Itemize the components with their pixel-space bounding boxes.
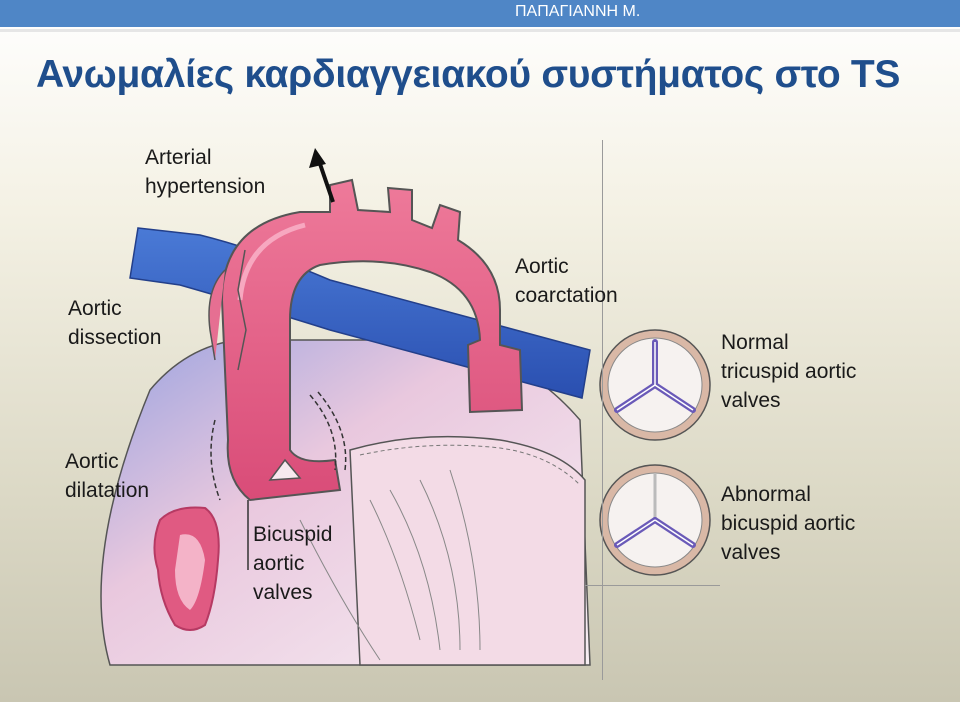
label-aortic-coarctation: Aortic coarctation [515, 255, 618, 307]
valve-notch [268, 458, 302, 481]
bicuspid-valve-icon [599, 464, 711, 576]
chordae [299, 469, 481, 661]
header-rule [0, 29, 960, 32]
dissection-flap [237, 249, 247, 371]
label-abnormal-bicuspid: Abnormal bicuspid aortic valves [721, 483, 856, 564]
dilatation-dash-right2 [317, 391, 347, 471]
author-name: ΠΑΠΑΓΙΑΝΝΗ Μ. [515, 3, 641, 20]
aortic-arch [220, 178, 524, 502]
dilatation-dash-right [309, 394, 337, 471]
dissection-outer [208, 269, 226, 361]
aortic-section-inner [175, 534, 205, 610]
hypertension-arrow [316, 157, 335, 203]
label-bicuspid-aortic-valves: Bicuspid aortic valves [253, 523, 333, 604]
label-normal-tricuspid: Normal tricuspid aortic valves [721, 331, 857, 412]
tricuspid-valve-icon [599, 329, 711, 441]
label-arterial-hypertension: Arterial hypertension [145, 146, 266, 198]
arrow-head [309, 148, 326, 168]
divider-vertical [602, 140, 603, 680]
dilatation-dash-left [210, 419, 221, 501]
chamber-wall [349, 435, 586, 666]
chamber-inner [359, 444, 581, 486]
label-aortic-dissection: Aortic dissection [68, 297, 162, 349]
divider-horizontal [585, 585, 720, 586]
label-aortic-dilatation: Aortic dilatation [65, 450, 150, 502]
aortic-highlight [237, 222, 306, 301]
header-bar: ΠΑΠΑΓΙΑΝΝΗ Μ. [0, 0, 960, 27]
slide-title: Ανωμαλίες καρδιαγγειακού συστήματος στο … [36, 53, 901, 96]
